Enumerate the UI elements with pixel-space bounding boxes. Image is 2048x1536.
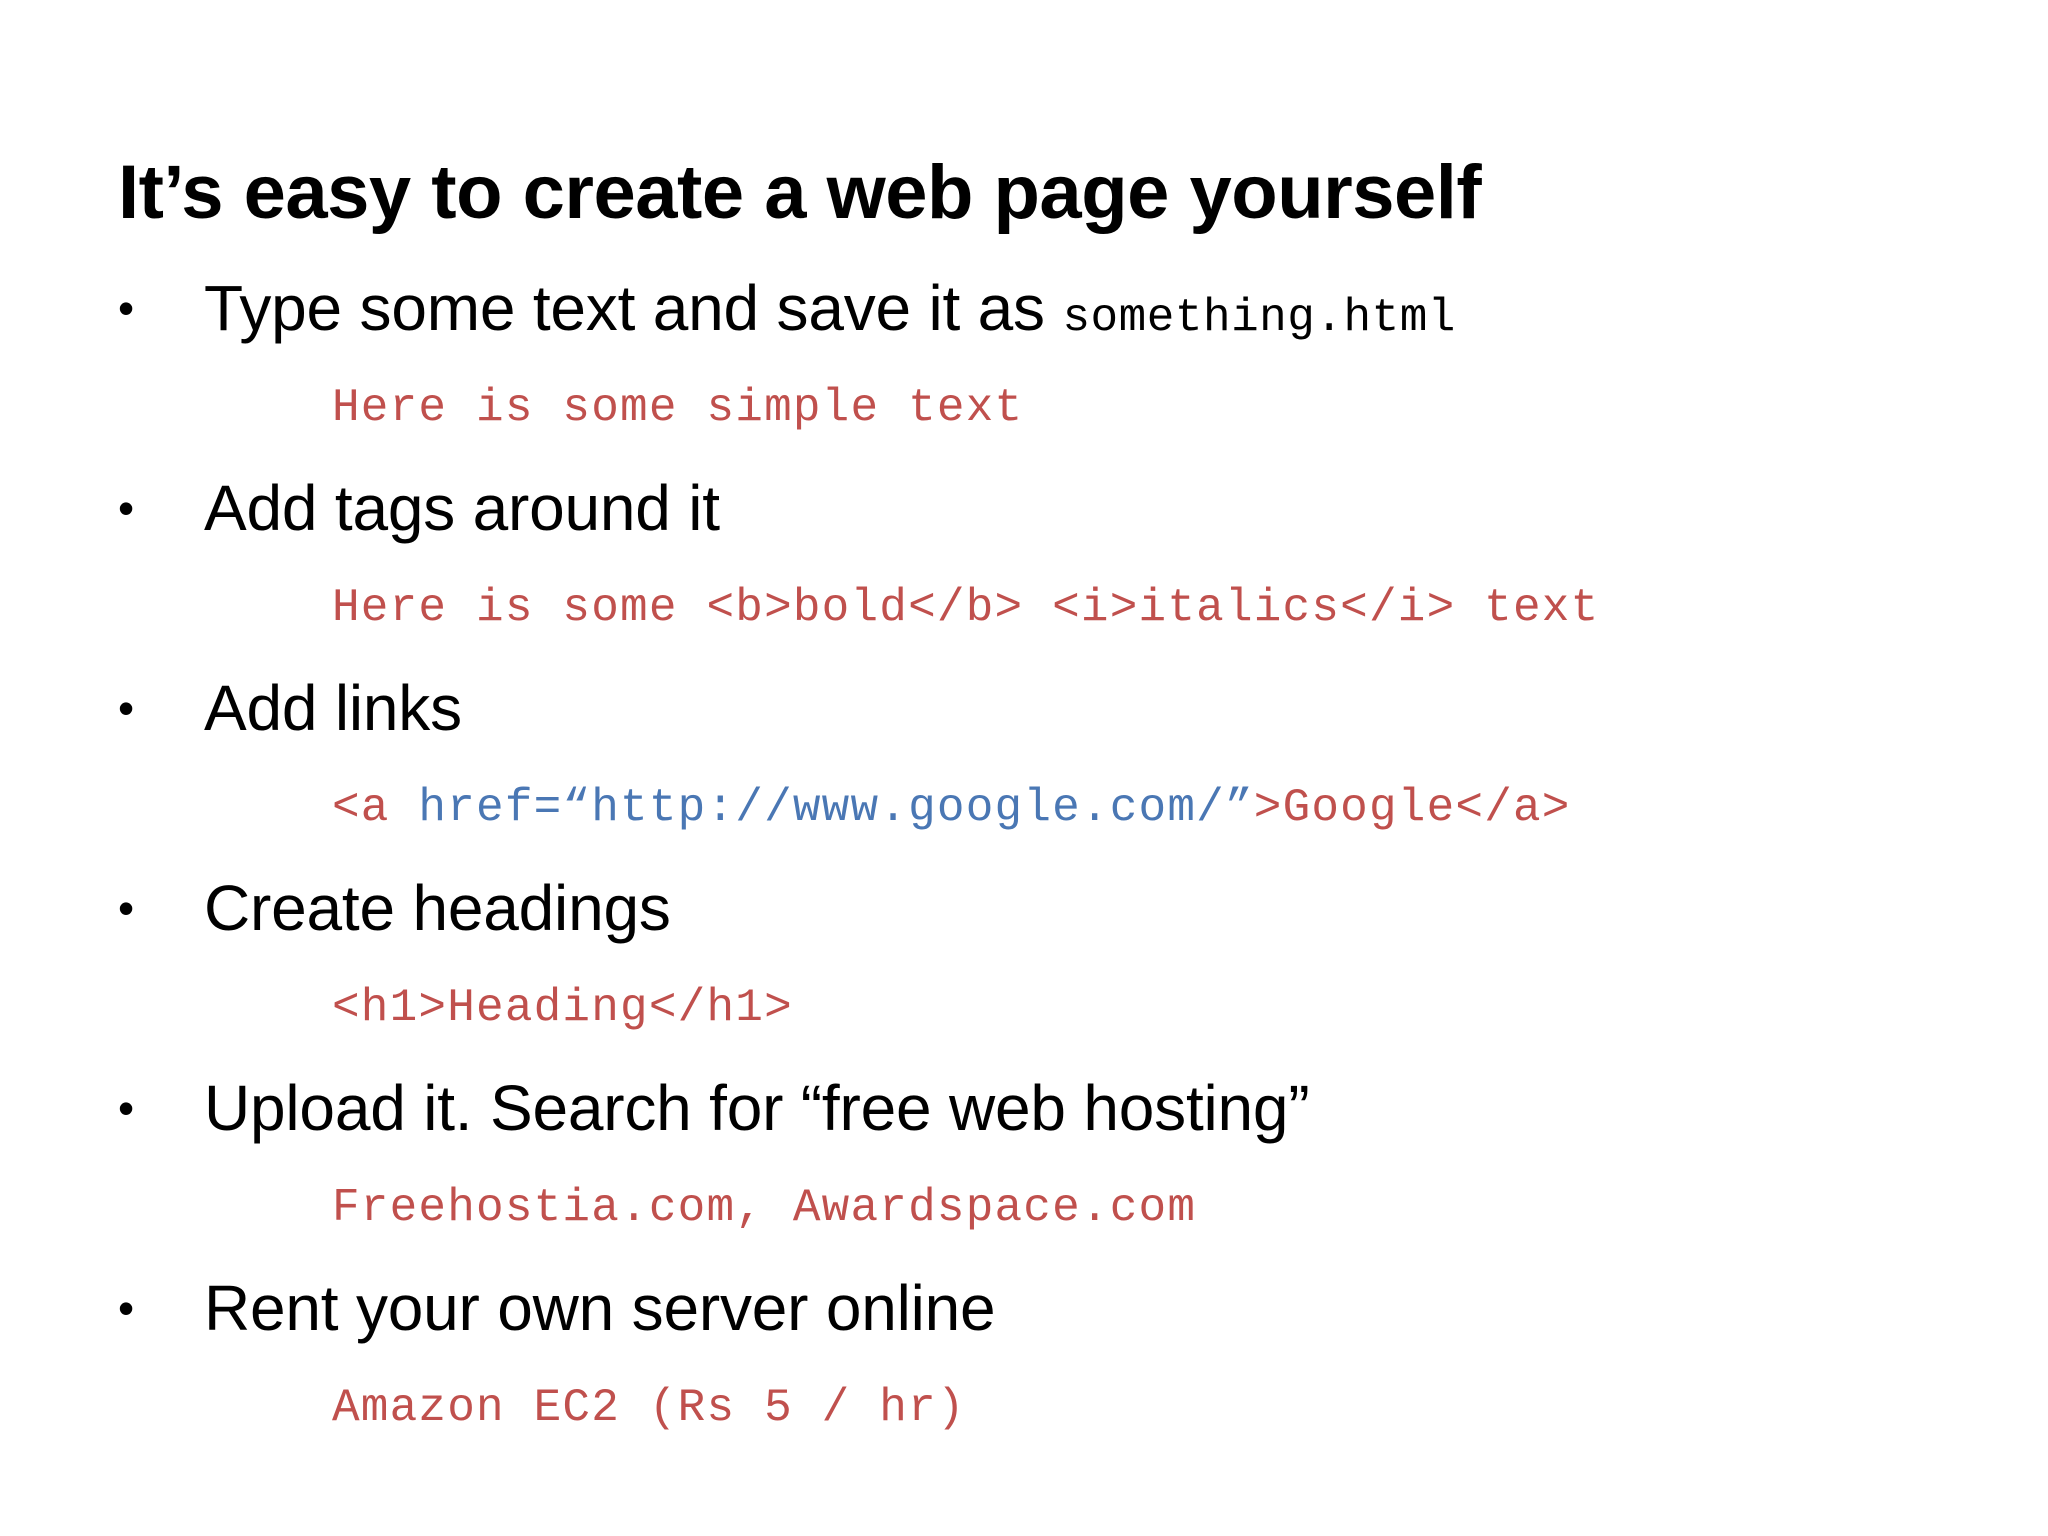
list-item: • Upload it. Search for “free web hosting… <box>0 1058 2048 1158</box>
bullet-point-icon: • <box>118 882 135 934</box>
list-item-label: Type some text and save it as something.… <box>204 272 1456 344</box>
inline-code-filename: something.html <box>1062 292 1456 344</box>
code-example-text: Freehostia.com, Awardspace.com <box>332 1182 1196 1234</box>
list-item: • Add tags around it <box>0 458 2048 558</box>
code-example-text: Amazon EC2 (Rs 5 / hr) <box>332 1382 966 1434</box>
code-markup: Amazon EC2 (Rs 5 / hr) <box>332 1382 966 1434</box>
code-example-line: Here is some simple text <box>0 358 2048 458</box>
code-markup: Freehostia.com, Awardspace.com <box>332 1182 1197 1234</box>
bullet-point-icon: • <box>118 682 135 734</box>
list-item: • Type some text and save it as something… <box>0 258 2048 358</box>
list-item: • Rent your own server online <box>0 1258 2048 1358</box>
code-example-line: Freehostia.com, Awardspace.com <box>0 1158 2048 1258</box>
code-example-line: Amazon EC2 (Rs 5 / hr) <box>0 1358 2048 1458</box>
code-markup: >Google</a> <box>1253 782 1571 834</box>
code-markup: <a <box>332 782 419 834</box>
bullet-point-icon: • <box>118 282 135 334</box>
code-example-text: <a href=“http://www.google.com/”>Google<… <box>332 782 1571 834</box>
page-title: It’s easy to create a web page yourself <box>118 149 1482 235</box>
code-example-text: <h1>Heading</h1> <box>332 982 793 1034</box>
list-item-label: Add tags around it <box>204 472 720 544</box>
code-markup: Here is some <b>bold</b> <i>italics</i> … <box>332 582 1600 634</box>
bullet-list: • Type some text and save it as something… <box>0 258 2048 1458</box>
code-example-line: <a href=“http://www.google.com/”>Google<… <box>0 758 2048 858</box>
code-example-line: Here is some <b>bold</b> <i>italics</i> … <box>0 558 2048 658</box>
code-example-text: Here is some simple text <box>332 382 1023 434</box>
bullet-point-icon: • <box>118 1282 135 1334</box>
list-item-label: Upload it. Search for “free web hosting” <box>204 1072 1310 1144</box>
code-markup: <h1>Heading</h1> <box>332 982 793 1034</box>
code-example-line: <h1>Heading</h1> <box>0 958 2048 1058</box>
bullet-point-icon: • <box>118 482 135 534</box>
bullet-point-icon: • <box>118 1082 135 1134</box>
code-attribute-url: href=“http://www.google.com/” <box>418 782 1254 834</box>
list-item-label: Create headings <box>204 872 671 944</box>
list-item-label: Add links <box>204 672 462 744</box>
code-example-text: Here is some <b>bold</b> <i>italics</i> … <box>332 582 1599 634</box>
list-item: • Add links <box>0 658 2048 758</box>
list-item: • Create headings <box>0 858 2048 958</box>
list-item-label: Rent your own server online <box>204 1272 996 1344</box>
code-markup: Here is some simple text <box>332 382 1024 434</box>
